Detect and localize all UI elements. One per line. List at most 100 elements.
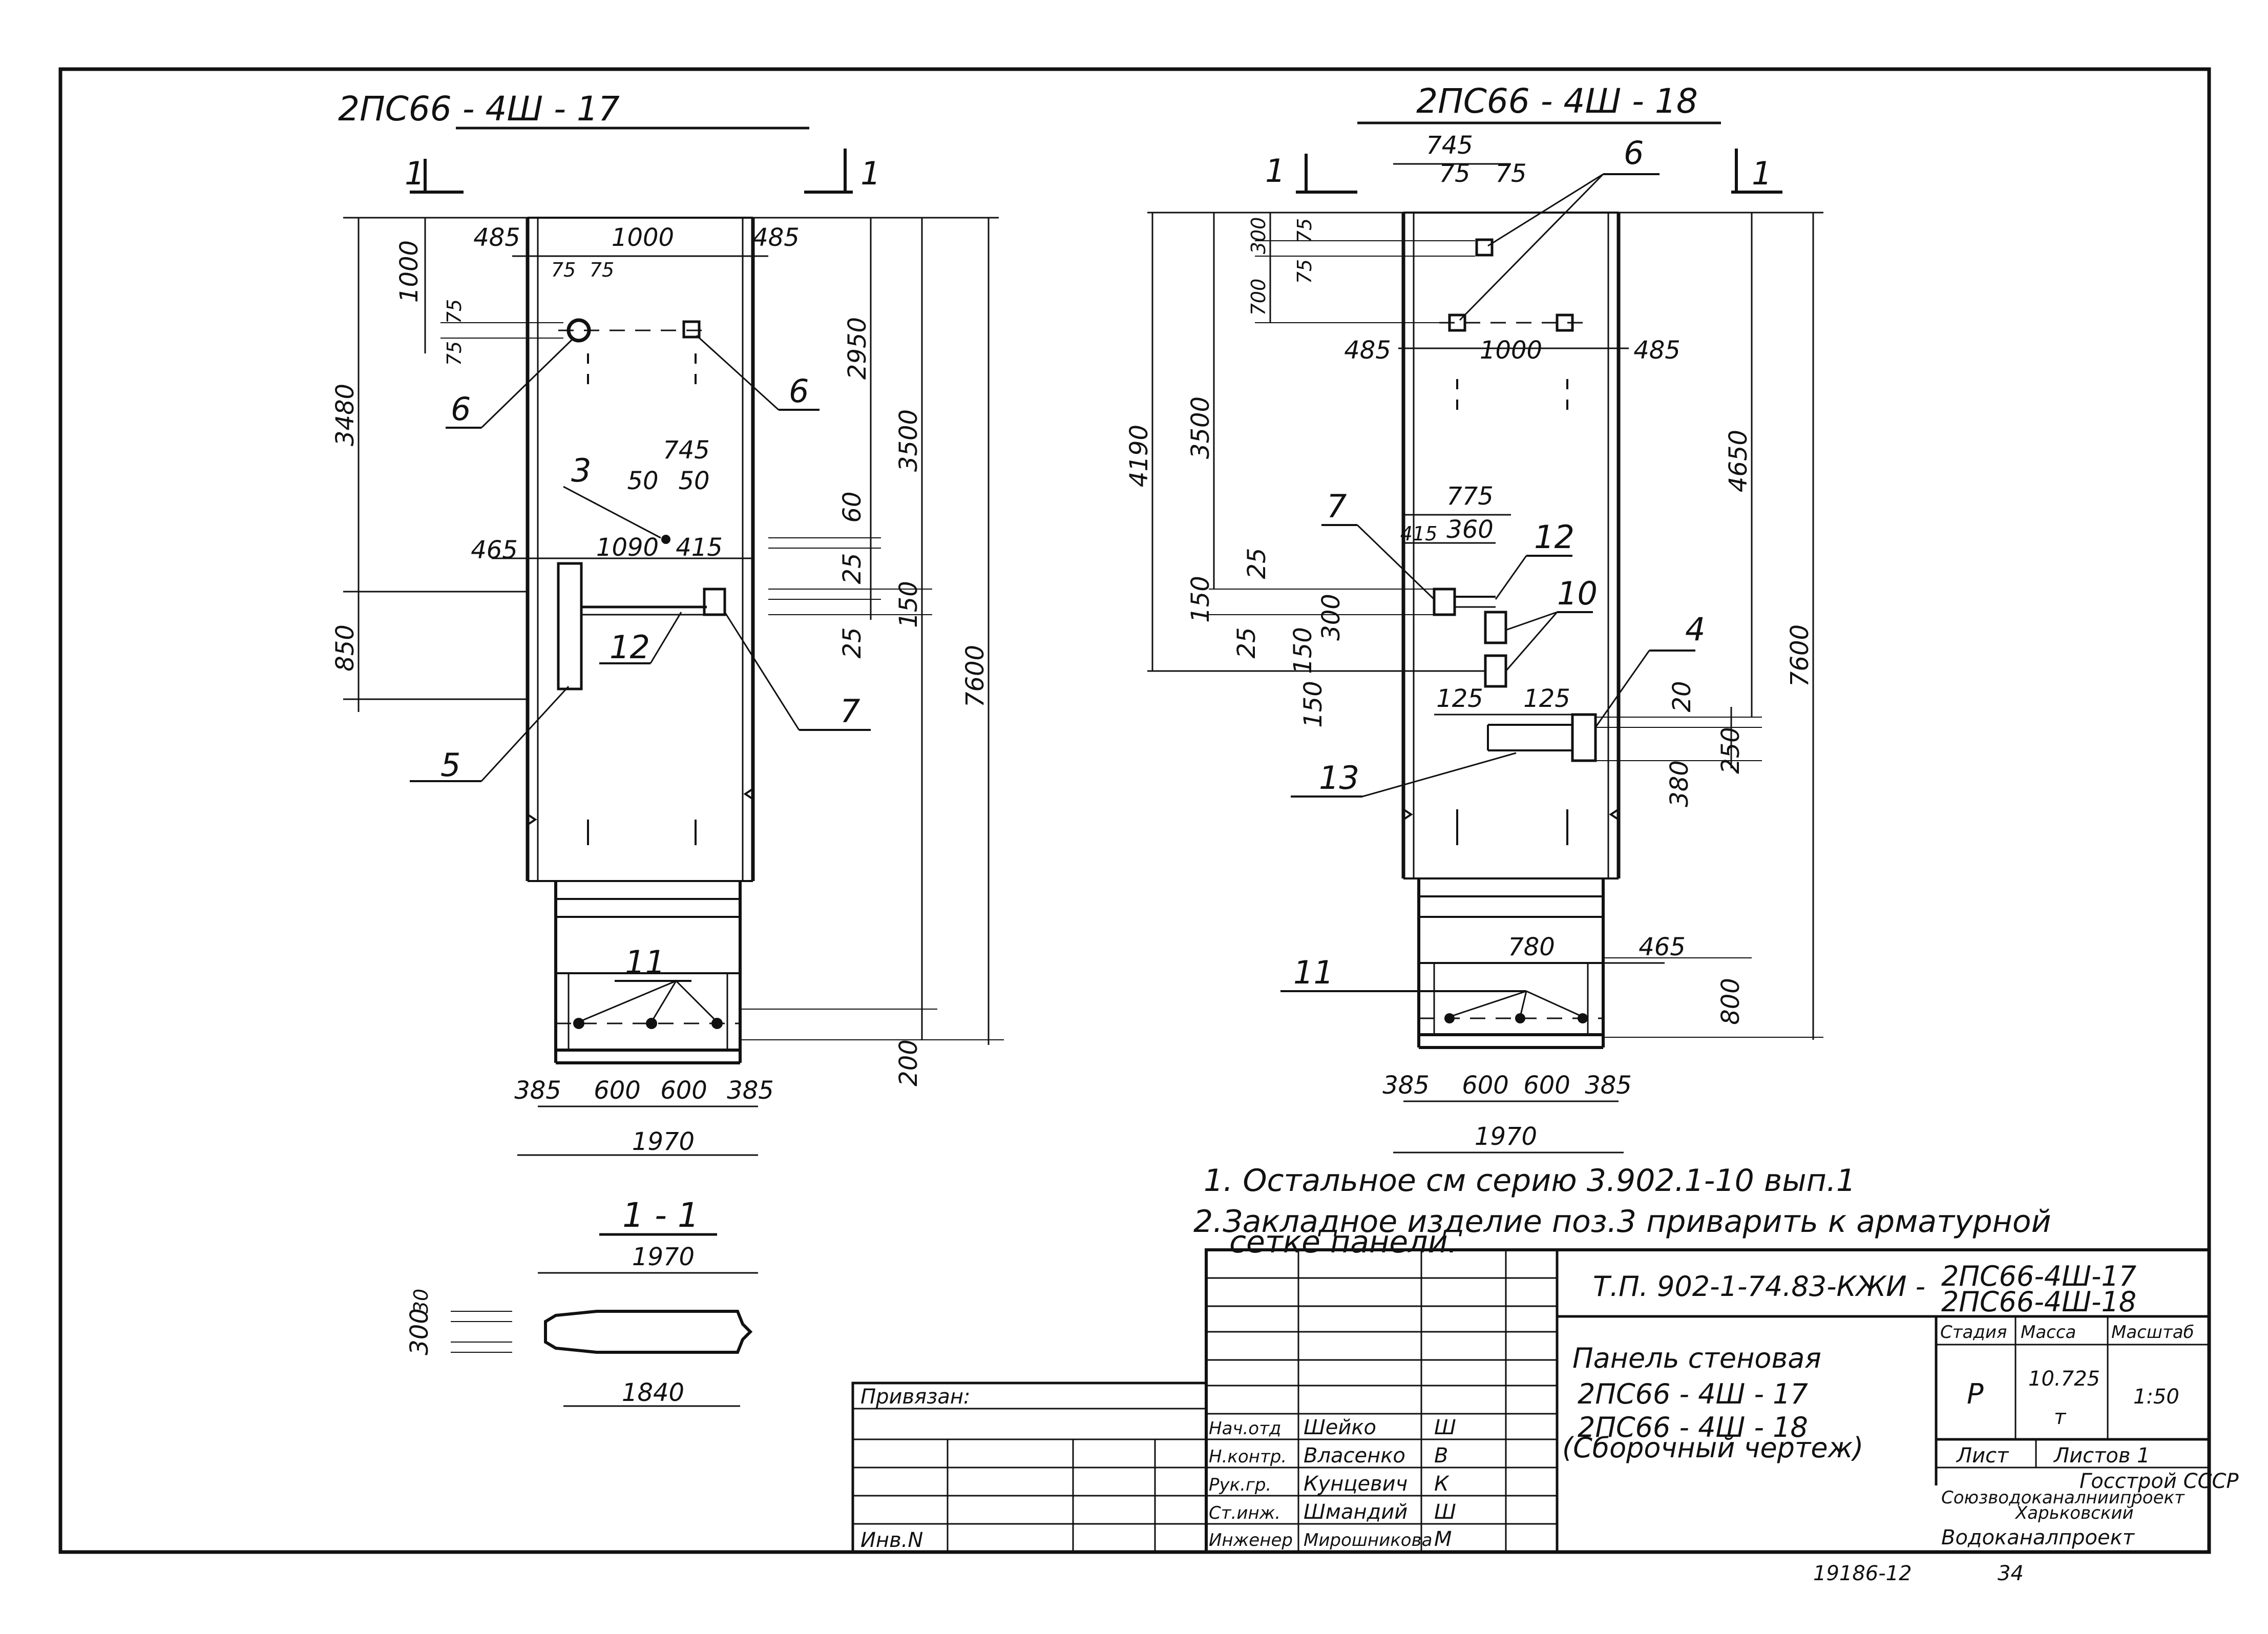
callout-12-left: 12	[610, 629, 650, 666]
dim-600-right-b: 600	[1523, 1071, 1570, 1100]
dim-60: 60	[838, 491, 867, 522]
dim-300-right-b: 300	[1317, 594, 1346, 641]
callouts-right: 6 7 12 10 4 13 11	[1280, 134, 1705, 1018]
staff-name: Шмандий	[1304, 1500, 1408, 1524]
stage-value: Р	[1967, 1378, 1984, 1410]
dim-385-right-b: 385	[1585, 1071, 1632, 1100]
col-scale-label: Масштаб	[2111, 1322, 2194, 1343]
dim-485-right-a: 485	[1344, 336, 1391, 365]
staff-row-4: Ст.инж. Шмандий Ш	[1209, 1500, 1456, 1524]
callout-6-left-b: 6	[789, 372, 809, 410]
dim-600-b: 600	[660, 1076, 707, 1105]
sheet-label: Лист	[1956, 1444, 2009, 1468]
inv-no-label: Инв.N	[860, 1528, 923, 1552]
staff-signature: М	[1434, 1527, 1452, 1551]
dim-4650: 4650	[1724, 430, 1753, 492]
right-panel-view: 2ПС66 - 4Ш - 18 1 1	[1125, 81, 1823, 1154]
dim-1000: 1000	[612, 223, 674, 252]
dim-150-right-c: 150	[1299, 681, 1328, 728]
section-dim-b: 30	[410, 1289, 432, 1313]
dim-75-right-d: 75	[1293, 259, 1316, 284]
embedded-part-right-13	[1487, 724, 1572, 751]
mass-unit: т	[2054, 1406, 2067, 1429]
section-width-bottom: 1840	[622, 1378, 684, 1407]
dim-chain-left-bottom: 385 600 600 385 1970	[514, 1076, 774, 1156]
section-width-top: 1970	[632, 1243, 695, 1271]
section-mark-label: 1	[1752, 155, 1772, 192]
staff-role: Ст.инж.	[1209, 1503, 1280, 1523]
dim-745: 745	[663, 436, 710, 465]
section-mark-right-b: 1	[1731, 149, 1782, 194]
privyazan-label: Привязан:	[860, 1385, 971, 1409]
embedded-part-right-4	[1571, 713, 1597, 762]
staff-name: Кунцевич	[1304, 1472, 1408, 1496]
drawing-code-right-2: 2ПС66-4Ш-18	[1941, 1286, 2136, 1318]
callout-6-right: 6	[1624, 134, 1644, 172]
mass-value: 10.725	[2028, 1367, 2100, 1391]
note-2: 2.Закладное изделие поз.3 приварить к ар…	[1193, 1204, 2051, 1240]
callout-7-right: 7	[1327, 488, 1347, 525]
dim-150-right-b: 150	[1289, 627, 1317, 674]
dim-250: 250	[1716, 727, 1745, 774]
sheet-frame	[58, 67, 2211, 1554]
dim-300-right: 300	[1247, 217, 1270, 255]
drawing-code-right-1: 2ПС66-4Ш-17	[1941, 1260, 2136, 1292]
notes: 1. Остальное см серию 3.902.1-10 вып.1 2…	[1193, 1163, 2051, 1260]
note-1: 1. Остальное см серию 3.902.1-10 вып.1	[1204, 1163, 1856, 1199]
dim-25-right-a: 25	[1243, 548, 1271, 579]
dim-4190: 4190	[1125, 425, 1153, 487]
callout-7-left: 7	[840, 693, 860, 730]
dim-1970-right: 1970	[1475, 1122, 1537, 1151]
embedded-part-left-7	[703, 588, 726, 616]
left-view-title: 2ПС66 - 4Ш - 17	[338, 89, 620, 129]
dim-chain-right-left: 4190 3500 300 700 75 75 150 25 25 150 30…	[1125, 212, 1485, 728]
col-stage-label: Стадия	[1940, 1322, 2007, 1343]
section-mark-left-b: 1	[804, 149, 880, 194]
note-2-cont: сетке панели.	[1229, 1224, 1458, 1260]
staff-role: Инженер	[1209, 1530, 1293, 1551]
embedded-part-right-12	[1455, 596, 1496, 608]
section-dim-a: 300	[405, 1308, 434, 1355]
section-mark-label: 1	[405, 155, 425, 192]
dim-chain-left-mid: 745 50 50 465 1090 415	[471, 436, 753, 564]
dim-chain-right-top: 745 75 75 485 1000 485	[1344, 131, 1681, 365]
dim-150-right-a: 150	[1186, 576, 1215, 623]
staff-row-5: Инженер Мирошникова М	[1209, 1527, 1452, 1551]
dim-75-right-c: 75	[1293, 218, 1316, 243]
title-block: Привязан: Инв.N Нач.отд Шейко Ш Н.контр.…	[851, 1248, 2239, 1554]
dim-1090: 1090	[596, 533, 659, 562]
dim-50-b: 50	[678, 467, 709, 495]
staff-row-2: Н.контр. Власенко В	[1209, 1444, 1448, 1468]
callout-4-right: 4	[1685, 611, 1705, 648]
dim-75-vert-a: 75	[443, 299, 466, 324]
dim-385-right-a: 385	[1382, 1071, 1430, 1100]
dim-485-a: 485	[473, 223, 520, 252]
dim-75-top-a: 75	[1439, 159, 1470, 188]
dim-25-a: 25	[838, 553, 867, 584]
section-mark-left-a: 1	[405, 155, 464, 194]
embedded-parts-right-11	[1419, 1013, 1603, 1023]
dim-chain-left-outer: 3480 850 1000 75 75	[331, 217, 563, 712]
section-title: 1 - 1	[622, 1196, 699, 1235]
dim-485-b: 485	[752, 223, 800, 252]
product-name: Панель стеновая	[1572, 1342, 1821, 1374]
col-mass-label: Масса	[2021, 1322, 2076, 1343]
dim-chain-right-mid: 775 415 360 125 125	[1400, 482, 1572, 716]
dim-75-b: 75	[590, 259, 614, 281]
dim-485-right-b: 485	[1633, 336, 1681, 365]
archive-stamp: 19186-12 34	[1813, 1562, 2024, 1585]
section-mark-label: 1	[1265, 152, 1285, 190]
callout-12-right: 12	[1534, 518, 1574, 556]
callout-10-right: 10	[1557, 575, 1598, 612]
org-line-1: Госстрой СССР	[2080, 1470, 2239, 1493]
dim-chain-right-right: 4650 7600 20 250 380 800	[1595, 212, 1823, 1040]
product-mark-1: 2ПС66 - 4Ш - 17	[1578, 1378, 1808, 1410]
staff-role: Рук.гр.	[1209, 1475, 1271, 1495]
callout-5-left: 5	[440, 746, 460, 784]
callout-11-right: 11	[1293, 954, 1334, 991]
dim-600-a: 600	[594, 1076, 641, 1105]
dim-125-a: 125	[1436, 684, 1483, 713]
staff-role: Нач.отд	[1209, 1418, 1281, 1439]
dim-25-right-b: 25	[1232, 627, 1261, 658]
